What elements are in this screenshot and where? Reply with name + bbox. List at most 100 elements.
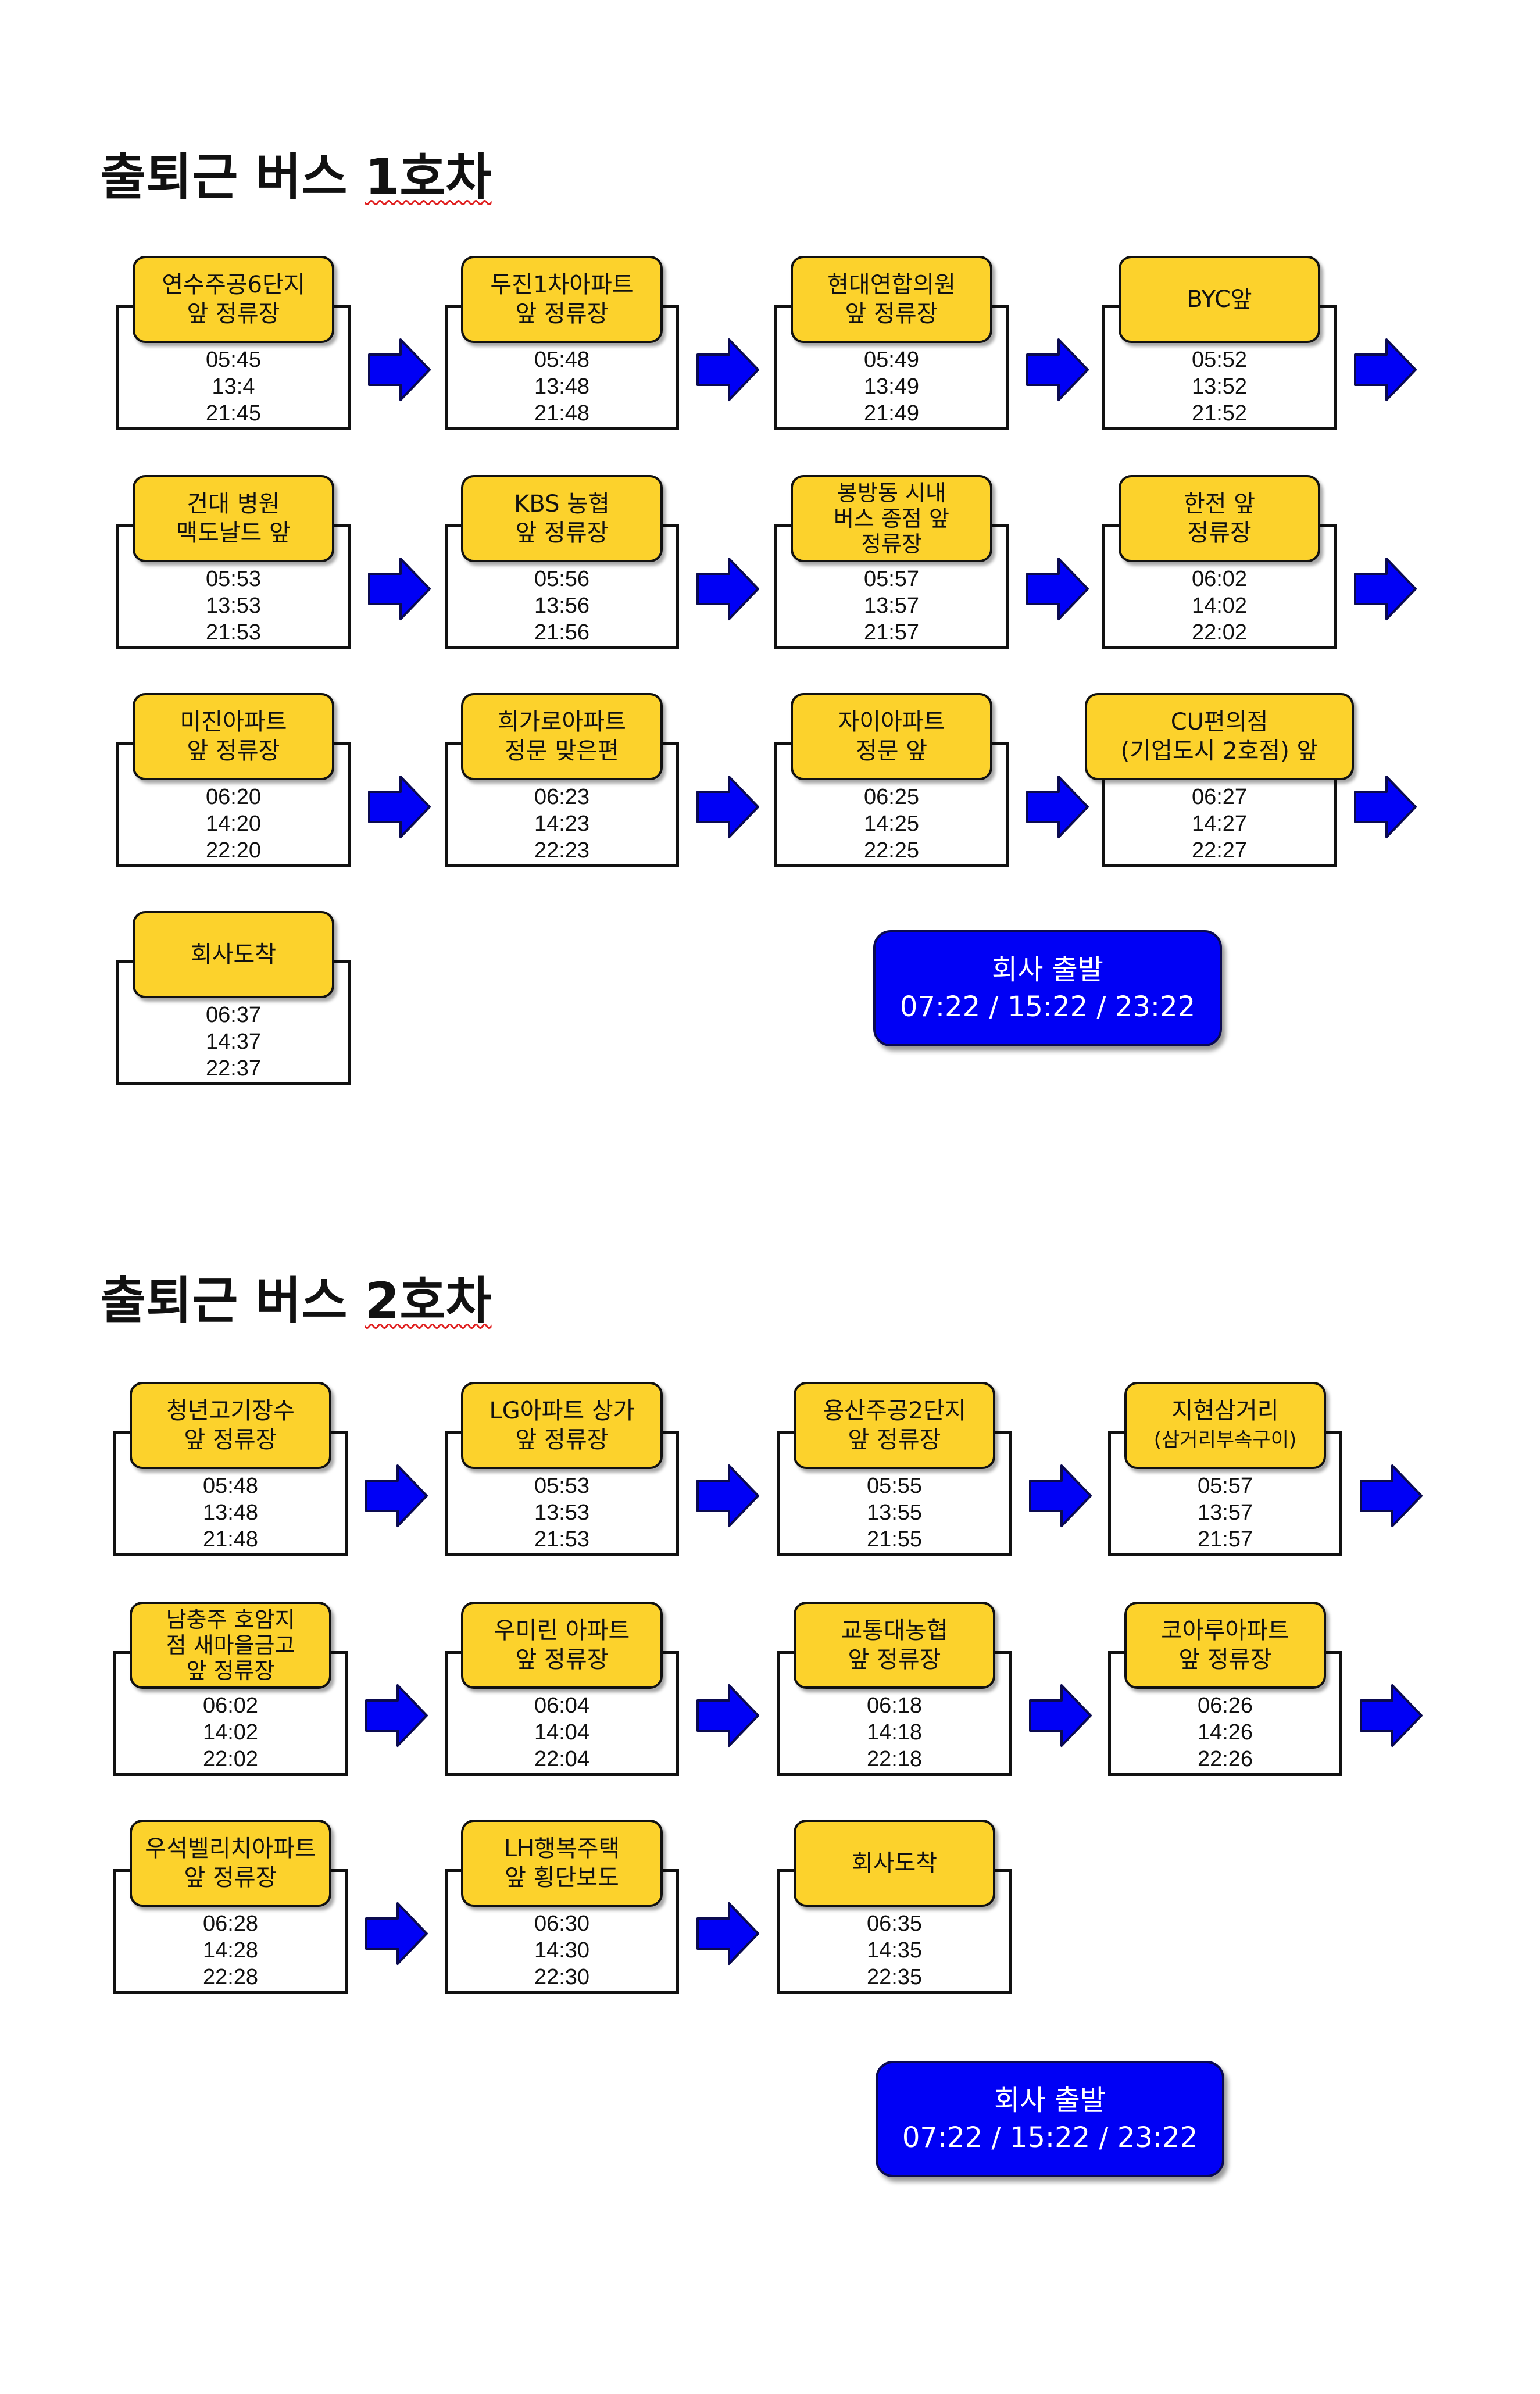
departure-time: 05:48 xyxy=(202,1474,259,1498)
stop-name-line: 정류장 xyxy=(1187,520,1252,546)
departure-time: 06:18 xyxy=(866,1693,923,1718)
departure-time: 06:02 xyxy=(1191,567,1248,591)
stop-name-line: 미진아파트 xyxy=(180,709,287,735)
right-arrow-icon xyxy=(1026,776,1089,838)
departure-time: 22:23 xyxy=(534,838,590,863)
departure-time: 22:04 xyxy=(534,1747,590,1771)
departure-time: 06:35 xyxy=(866,1911,923,1936)
right-arrow-icon xyxy=(696,776,759,838)
right-arrow-icon xyxy=(1354,558,1417,620)
departure-time: 05:53 xyxy=(534,1474,590,1498)
departure-time: 14:27 xyxy=(1191,812,1248,836)
right-arrow-icon xyxy=(365,1684,428,1747)
right-arrow-icon xyxy=(368,338,431,401)
stop-name-line: 희가로아파트 xyxy=(498,709,626,735)
departure-time: 14:37 xyxy=(205,1030,262,1054)
departure-time: 22:25 xyxy=(863,838,920,863)
right-arrow-icon xyxy=(1360,1464,1423,1527)
departure-time: 14:23 xyxy=(534,812,590,836)
departure-time: 13:49 xyxy=(863,374,920,399)
stop-name-line: KBS 농협 xyxy=(514,491,610,517)
stop-name-line: 남충주 호암지 xyxy=(166,1607,295,1632)
departure-time: 21:45 xyxy=(205,401,262,426)
stop-name-line: 앞 정류장 xyxy=(845,301,938,327)
departure-time: 06:25 xyxy=(863,785,920,809)
departure-time: 05:57 xyxy=(863,567,920,591)
departure-time: 05:52 xyxy=(1191,348,1248,372)
right-arrow-icon xyxy=(1026,558,1089,620)
stop-name-line: 청년고기장수 xyxy=(166,1398,295,1424)
stop-name-line: 교통대농협 xyxy=(841,1617,948,1644)
departure-time: 22:20 xyxy=(205,838,262,863)
right-arrow-icon xyxy=(696,1684,759,1747)
departure-label: 회사 출발 xyxy=(994,2084,1106,2117)
stop-name-line: 앞 정류장 xyxy=(184,1427,277,1453)
departure-times: 07:22 / 15:22 / 23:22 xyxy=(902,2121,1198,2154)
departure-time: 13:48 xyxy=(534,374,590,399)
departure-time: 21:48 xyxy=(202,1527,259,1552)
departure-time: 06:27 xyxy=(1191,785,1248,809)
right-arrow-icon xyxy=(368,776,431,838)
departure-time: 14:30 xyxy=(534,1938,590,1963)
stop-name-line: 우미린 아파트 xyxy=(494,1617,630,1644)
departure-time: 13:53 xyxy=(534,1500,590,1525)
right-arrow-icon xyxy=(365,1902,428,1965)
departure-time: 22:28 xyxy=(202,1965,259,1989)
departure-time: 22:26 xyxy=(1197,1747,1253,1771)
departure-time: 05:57 xyxy=(1197,1474,1253,1498)
stop-name-label: 지현삼거리(삼거리부속구이) xyxy=(1124,1382,1326,1469)
departure-time: 21:53 xyxy=(534,1527,590,1552)
stop-name-line: 점 새마을금고 xyxy=(166,1632,295,1658)
stop-name-label: CU편의점(기업도시 2호점) 앞 xyxy=(1085,693,1354,780)
departure-time: 06:30 xyxy=(534,1911,590,1936)
stop-name-line: 앞 정류장 xyxy=(848,1427,941,1453)
departure-time: 13:55 xyxy=(866,1500,923,1525)
stop-name-line: 한전 앞 xyxy=(1183,491,1256,517)
departure-time: 13:56 xyxy=(534,594,590,618)
departure-time: 13:4 xyxy=(212,374,255,399)
stop-name-line: (기업도시 2호점) 앞 xyxy=(1120,738,1319,764)
departure-time: 06:20 xyxy=(205,785,262,809)
departure-time: 05:45 xyxy=(205,348,262,372)
departure-time: 14:25 xyxy=(863,812,920,836)
stop-name-line: 앞 정류장 xyxy=(187,738,280,764)
departure-time: 05:53 xyxy=(205,567,262,591)
departure-time: 14:26 xyxy=(1197,1720,1253,1745)
stop-name-line: 자이아파트 xyxy=(838,709,945,735)
